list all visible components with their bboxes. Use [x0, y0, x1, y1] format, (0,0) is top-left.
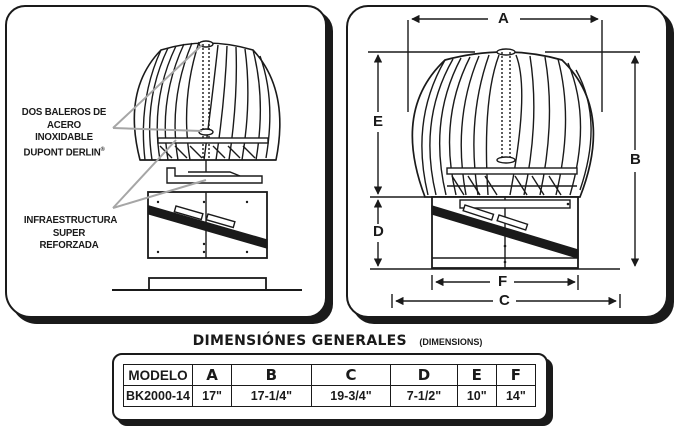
- panel-features: [5, 5, 327, 318]
- cell-model: BK2000-14: [123, 385, 193, 407]
- dimensions-table: MODELO A B C D E F BK2000-14 17" 17-1/4"…: [123, 364, 537, 407]
- dimensions-table-panel: MODELO A B C D E F BK2000-14 17" 17-1/4"…: [112, 353, 548, 421]
- dim-label-b: B: [628, 151, 643, 168]
- table-header-row: MODELO A B C D E F: [123, 364, 537, 386]
- registered-mark: ®: [100, 146, 105, 153]
- callout-line: DOS BALEROS DE: [21, 106, 107, 118]
- callout-infrastructure: INFRAESTRUCTURA SUPER REFORZADA: [23, 214, 118, 252]
- dim-label-d: D: [371, 223, 386, 240]
- cell-c: 19-3/4": [310, 385, 392, 407]
- header-modelo: MODELO: [123, 364, 193, 386]
- header-a: A: [191, 364, 233, 386]
- callout-line: SUPER REFORZADA: [39, 226, 99, 252]
- cell-e: 10": [456, 385, 497, 407]
- dim-label-e: E: [371, 113, 386, 130]
- dim-label-c: C: [497, 292, 512, 309]
- header-f: F: [495, 364, 537, 386]
- callout-line: INFRAESTRUCTURA: [23, 214, 118, 226]
- cell-f: 14": [495, 385, 537, 407]
- dimensions-title: DIMENSIÓNES GENERALES: [192, 333, 407, 349]
- header-e: E: [456, 364, 497, 386]
- cell-d: 7-1/2": [390, 385, 458, 407]
- callout-bearings: DOS BALEROS DE ACERO INOXIDABLE DUPONT D…: [18, 106, 110, 159]
- dimensions-heading: DIMENSIÓNES GENERALES (DIMENSIONS): [0, 332, 675, 350]
- callout-line: DUPONT DERLIN®: [23, 146, 105, 158]
- header-d: D: [390, 364, 458, 386]
- header-b: B: [231, 364, 312, 386]
- callout-line: ACERO INOXIDABLE: [35, 118, 93, 144]
- dimensions-subtitle: (DIMENSIONS): [419, 337, 483, 347]
- table-row: BK2000-14 17" 17-1/4" 19-3/4" 7-1/2" 10"…: [123, 385, 537, 407]
- header-c: C: [310, 364, 392, 386]
- cell-a: 17": [191, 385, 233, 407]
- dim-label-a: A: [496, 10, 511, 27]
- dim-label-f: F: [496, 273, 510, 290]
- cell-b: 17-1/4": [231, 385, 312, 407]
